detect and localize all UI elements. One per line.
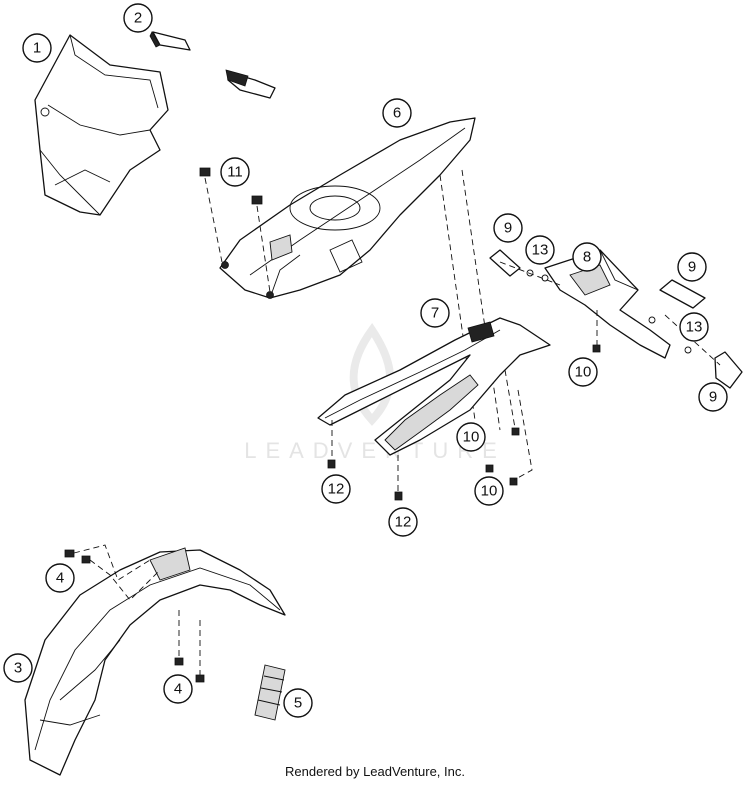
part-front-fender[interactable] <box>24 547 286 776</box>
watermark: LEADVENTURE <box>244 323 506 463</box>
callout-5[interactable]: 5 <box>283 688 313 718</box>
callout-label: 7 <box>431 305 439 322</box>
callout-label: 6 <box>393 105 401 122</box>
callout-1[interactable]: 1 <box>22 33 52 63</box>
watermark-text: LEADVENTURE <box>244 438 506 463</box>
callout-label: 10 <box>463 429 480 446</box>
part-screw-11[interactable] <box>199 167 263 205</box>
callout-7[interactable]: 7 <box>420 298 450 328</box>
callout-label: 13 <box>686 319 703 336</box>
part-reflector-9[interactable] <box>489 249 743 389</box>
part-screw-12[interactable] <box>327 459 403 501</box>
callout-label: 10 <box>575 364 592 381</box>
callout-10-bottom[interactable]: 10 <box>474 476 504 506</box>
callout-10-middle[interactable]: 10 <box>456 422 486 452</box>
callout-10-right[interactable]: 10 <box>568 357 598 387</box>
callout-6[interactable]: 6 <box>382 98 412 128</box>
callout-label: 8 <box>583 249 591 266</box>
callout-label: 3 <box>14 660 22 677</box>
part-rubber-strap[interactable] <box>149 31 276 99</box>
callout-9-right-top[interactable]: 9 <box>677 252 707 282</box>
callout-3[interactable]: 3 <box>3 653 33 683</box>
render-credit: Rendered by LeadVenture, Inc. <box>285 764 465 779</box>
callout-12-left[interactable]: 12 <box>321 474 351 504</box>
part-decal[interactable] <box>254 664 286 721</box>
callout-label: 2 <box>134 10 142 27</box>
watermark-logo <box>349 323 395 426</box>
part-headlight-mask[interactable] <box>34 34 169 216</box>
callout-label: 12 <box>328 481 345 498</box>
callout-label: 9 <box>688 259 696 276</box>
part-license-bracket[interactable] <box>317 317 551 456</box>
callout-9-left[interactable]: 9 <box>493 213 523 243</box>
callout-13-left[interactable]: 13 <box>525 235 555 265</box>
callout-2[interactable]: 2 <box>123 3 153 33</box>
callout-4-bottom[interactable]: 4 <box>163 674 193 704</box>
callout-12-bottom[interactable]: 12 <box>388 507 418 537</box>
callout-label: 11 <box>227 164 243 181</box>
callout-9-right-bottom[interactable]: 9 <box>698 382 728 412</box>
callout-label: 4 <box>174 681 182 698</box>
callout-label: 10 <box>481 483 498 500</box>
callout-label: 1 <box>33 40 41 57</box>
part-screw-4[interactable] <box>64 549 205 683</box>
callout-label: 9 <box>709 389 717 406</box>
callout-4-top[interactable]: 4 <box>45 563 75 593</box>
part-rear-fender[interactable] <box>219 117 476 299</box>
callout-13-right[interactable]: 13 <box>679 312 709 342</box>
callout-11[interactable]: 11 <box>220 157 250 187</box>
part-tail-bracket[interactable] <box>544 249 671 359</box>
callout-label: 5 <box>294 695 302 712</box>
callout-label: 13 <box>532 242 549 259</box>
callout-8[interactable]: 8 <box>572 242 602 272</box>
callout-label: 4 <box>56 570 64 587</box>
callout-label: 12 <box>395 514 412 531</box>
part-washer-13[interactable] <box>526 269 692 354</box>
callout-label: 9 <box>504 220 512 237</box>
